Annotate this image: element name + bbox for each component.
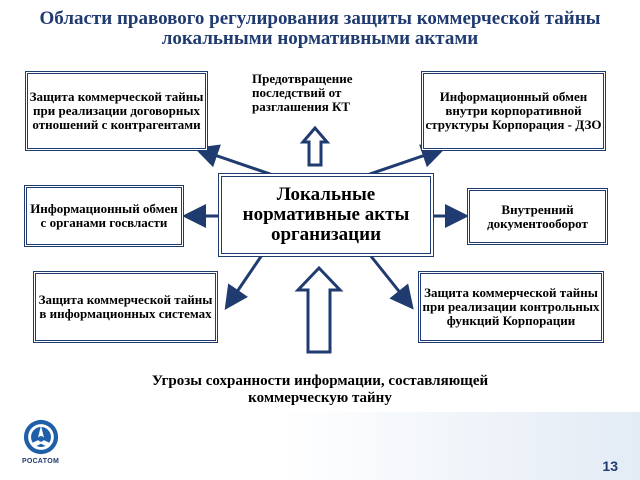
box-top-left: Защита коммерческой тайны при реализации… [25, 71, 208, 151]
box-bot-right: Защита коммерческой тайны при реализации… [418, 271, 604, 343]
box-top-left-text: Защита коммерческой тайны при реализации… [29, 89, 204, 132]
rosatom-logo-icon [23, 419, 59, 455]
page-number: 13 [602, 458, 618, 474]
threats-text: Угрозы сохранности информации, составляю… [151, 373, 489, 406]
box-mid-left-text: Информационный обмен с органами госвласт… [30, 201, 178, 230]
box-top-right-text: Информационный обмен внутри корпоративно… [425, 89, 602, 132]
threat-up-arrow [294, 265, 344, 354]
logo-text: РОСАТОМ [22, 458, 60, 465]
page-title: Области правового регулирования защиты к… [39, 8, 601, 49]
center-box-text: Локальные нормативные акты организации [242, 184, 410, 245]
arrow-to-bot-left [224, 254, 264, 310]
prevention-text: Предотвращение последствий от разглашени… [252, 71, 353, 114]
box-bot-left-text: Защита коммерческой тайны в информационн… [38, 292, 213, 321]
center-box: Локальные нормативные акты организации [218, 173, 434, 257]
footer-gradient [280, 412, 640, 480]
arrow-to-bot-right [368, 254, 414, 310]
prevention-up-arrow [299, 125, 331, 167]
box-mid-right: Внутренний документооборот [467, 188, 608, 245]
box-bot-left: Защита коммерческой тайны в информационн… [33, 271, 218, 343]
box-bot-right-text: Защита коммерческой тайны при реализации… [422, 285, 600, 328]
box-mid-left: Информационный обмен с органами госвласт… [24, 185, 184, 247]
box-top-right: Информационный обмен внутри корпоративно… [421, 71, 606, 151]
box-mid-right-text: Внутренний документооборот [487, 201, 588, 231]
